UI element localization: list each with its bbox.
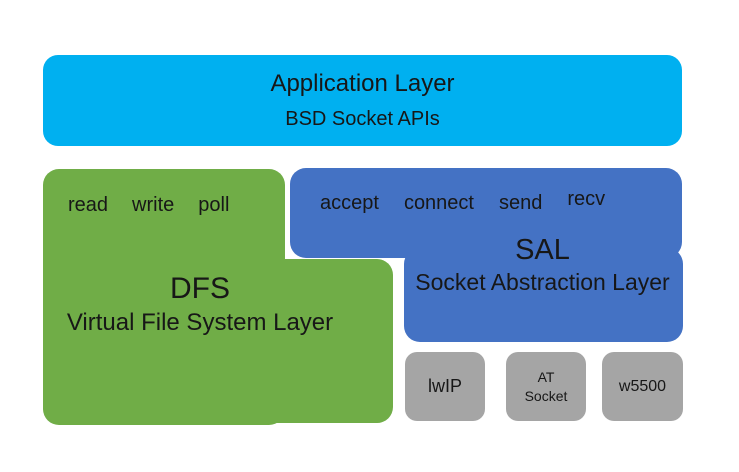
sal-layer-text: SAL Socket Abstraction Layer <box>402 232 683 297</box>
sal-api-connect: connect <box>403 192 474 214</box>
dfs-api-read: read <box>68 194 109 216</box>
application-layer-title: Application Layer <box>270 70 455 98</box>
backend-label-at: AT <box>537 368 555 385</box>
dfs-api-poll: poll <box>198 194 230 216</box>
sal-layer-box-lower <box>404 248 683 342</box>
backend-label-lwip: lwIP <box>427 376 462 396</box>
sal-api-recv: recv <box>567 188 606 210</box>
sal-layer-title: SAL <box>515 234 570 266</box>
dfs-layer-box-lower <box>43 259 393 423</box>
sal-api-send: send <box>499 192 543 214</box>
sal-layer-box-upper <box>290 168 682 258</box>
application-layer-box: Application Layer BSD Socket APIs <box>43 55 682 146</box>
application-layer-subtitle: BSD Socket APIs <box>285 107 440 130</box>
sal-layer-subtitle: Socket Abstraction Layer <box>415 269 670 296</box>
dfs-layer-title: DFS <box>170 272 230 305</box>
dfs-layer-subtitle: Virtual File System Layer <box>66 308 334 336</box>
backend-label-w5500: w5500 <box>618 377 667 395</box>
dfs-layer-text: DFS Virtual File System Layer <box>40 270 360 338</box>
backend-box-w5500: w5500 <box>602 352 683 421</box>
dfs-api-write: write <box>132 194 175 216</box>
backend-label-socket: Socket <box>524 387 568 404</box>
dfs-api-list: read write poll <box>68 193 229 217</box>
backend-box-at-socket: AT Socket <box>506 352 586 421</box>
sal-api-accept: accept <box>320 192 379 214</box>
backend-box-lwip: lwIP <box>405 352 485 421</box>
sal-api-list: accept connect send recv <box>320 188 605 215</box>
